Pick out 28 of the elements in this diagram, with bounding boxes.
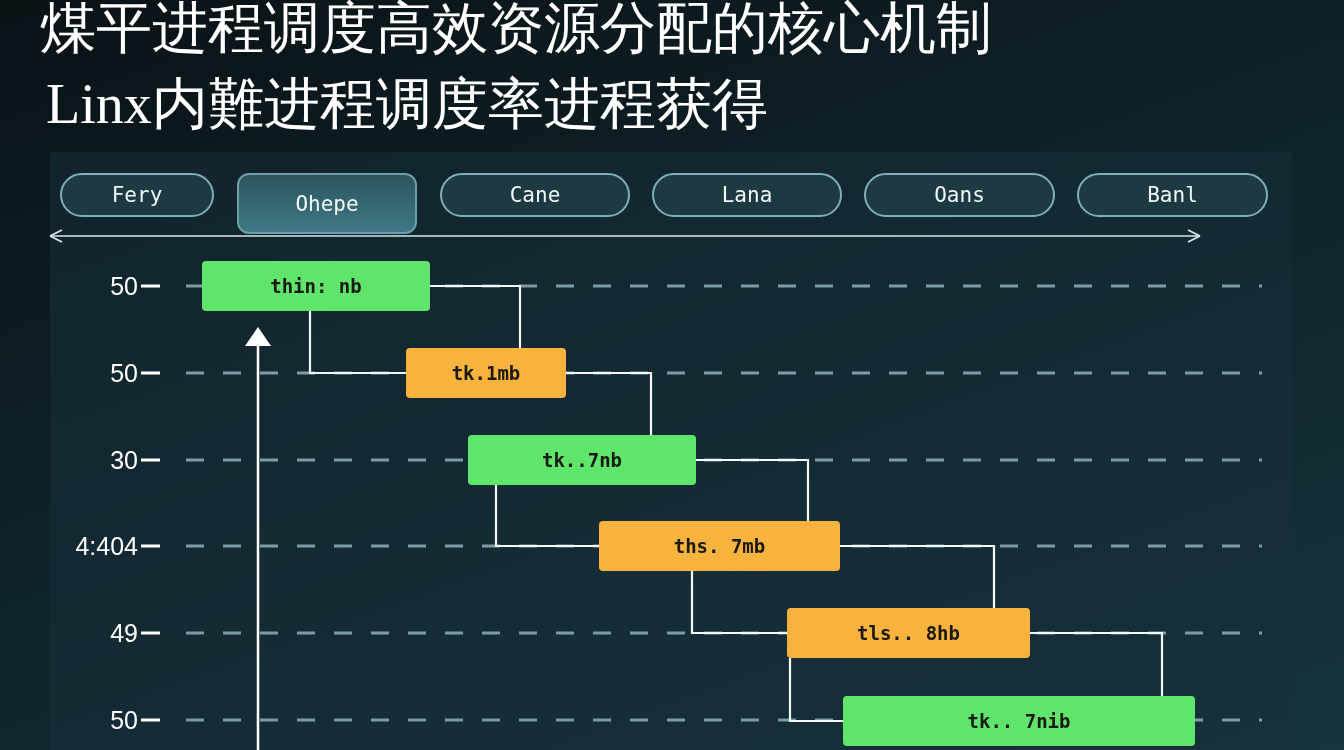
connector-line [494,485,599,548]
connector-line [308,311,406,375]
axis-label: 49 [109,618,138,648]
connector-line [430,284,522,348]
tab: Banl [1077,173,1268,217]
task-bar: tk.1mb [406,348,566,398]
task-bar: tk.. 7nib [843,696,1195,746]
axis-label: 30 [109,445,138,475]
axis-label: 50 [109,705,138,735]
tab: Fery [60,173,214,217]
axis-label: 4:404 [74,531,138,561]
selected-tab: Ohepe [237,173,417,234]
connector-line [840,544,996,608]
connector-line [696,458,810,521]
tab: Cane [440,173,630,217]
connector-line [1030,631,1164,696]
task-bar: tls.. 8hb [787,608,1030,658]
connector-line [566,371,653,435]
task-bar: thin: nb [202,261,430,311]
task-bar: ths. 7mb [599,521,840,571]
tab: Oans [864,173,1055,217]
tab: Lana [652,173,842,217]
subtitle: Linx内難进程调度率进程获得 [46,72,768,136]
task-bar: tk..7nb [468,435,696,485]
connector-line [690,571,787,635]
connector-line [788,658,843,723]
axis-label: 50 [109,271,138,301]
axis-label: 50 [109,358,138,388]
